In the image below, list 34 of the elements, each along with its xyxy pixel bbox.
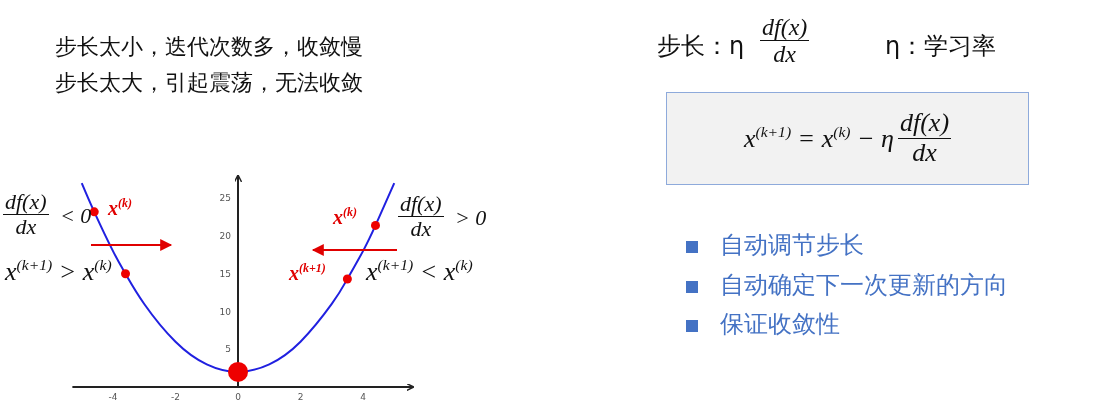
fraction-denominator: dx	[772, 41, 797, 68]
x-tick-label: -4	[108, 392, 118, 402]
math-text: < 0	[60, 204, 92, 229]
bullet-text: 自动调节步长	[720, 232, 864, 259]
math-text: > 0	[455, 206, 487, 231]
point-label: x$^{(k)}$	[108, 197, 132, 219]
fraction-denominator: dx	[911, 139, 938, 168]
math-text: x$^{(k+1)}$ > x$^{(k)}$	[5, 256, 112, 287]
y-tick-label: 25	[219, 193, 231, 204]
bullet-text: 保证收敛性	[720, 311, 840, 338]
step-size-text: 步长：η	[657, 33, 745, 60]
point-label: x$^{(k)}$	[333, 206, 357, 228]
formula-box	[666, 92, 1029, 185]
y-tick-label: 20	[219, 231, 231, 241]
bullet-text: 自动确定下一次更新的方向	[720, 272, 1008, 299]
x-tick-label: 2	[297, 392, 304, 402]
y-tick-label: 15	[219, 268, 231, 279]
fraction-numerator: df(x)	[398, 192, 444, 218]
point-label: x$^{(k+1)}$	[289, 262, 326, 284]
note-text: 步长太小，迭代次数多，收敛慢	[55, 35, 363, 60]
fraction-denominator: dx	[409, 217, 433, 242]
note-text: 步长太大，引起震荡，无法收敛	[55, 71, 363, 96]
formula-text: x$^{(k+1)}$ = x$^{(k)}$ − η	[743, 123, 894, 154]
y-tick-label: 10	[219, 306, 231, 317]
y-tick-label: 5	[225, 344, 231, 355]
fraction-denominator: dx	[14, 215, 38, 240]
x-tick-label: 0	[235, 392, 241, 402]
math-text: x$^{(k+1)}$ < x$^{(k)}$	[366, 256, 473, 287]
learning-rate-text: η：学习率	[885, 33, 997, 60]
fraction-numerator: df(x)	[3, 190, 49, 216]
x-tick-label: 4	[360, 392, 366, 402]
fraction-numerator: df(x)	[897, 109, 952, 139]
x-tick-label: -2	[171, 392, 180, 402]
fraction-numerator: df(x)	[760, 14, 810, 42]
